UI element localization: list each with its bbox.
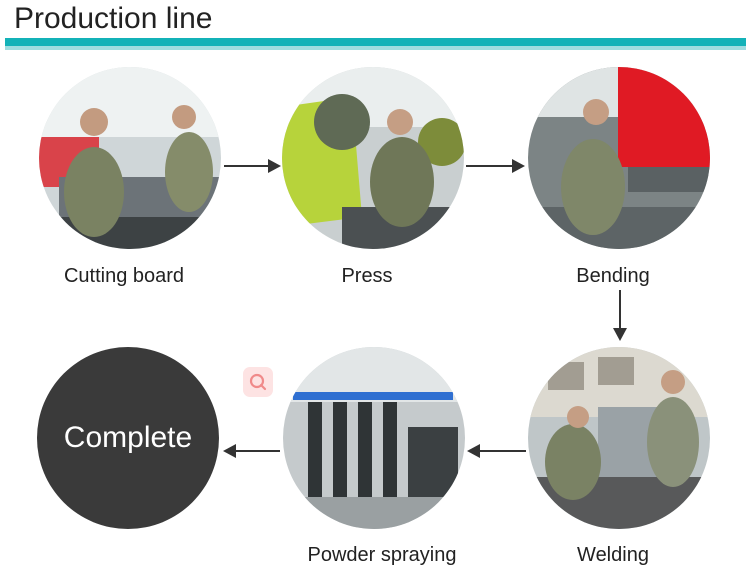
title-underline-bar [5, 38, 746, 46]
arrow-right-icon [466, 159, 525, 173]
step-label-press: Press [341, 265, 393, 287]
step-photo-welding [528, 347, 710, 529]
complete-label: Complete [63, 421, 193, 454]
step-label-welding: Welding [577, 544, 649, 566]
step-photo-press [282, 67, 464, 249]
page-title: Production line [14, 2, 213, 35]
step-photo-bending [528, 67, 710, 249]
arrow-down-icon [613, 290, 627, 341]
arrow-right-icon [224, 159, 281, 173]
step-label-powder-spraying: Powder spraying [307, 544, 457, 566]
step-label-cutting-board: Cutting board [63, 265, 185, 287]
step-label-bending: Bending [576, 265, 650, 287]
step-photo-powder-spraying [283, 347, 465, 529]
arrow-left-icon [467, 444, 526, 458]
watermark-search-icon [243, 367, 273, 397]
complete-node: Complete [37, 347, 219, 529]
arrow-left-icon [223, 444, 280, 458]
title-underline-shadow [5, 46, 746, 50]
step-photo-cutting-board [39, 67, 221, 249]
